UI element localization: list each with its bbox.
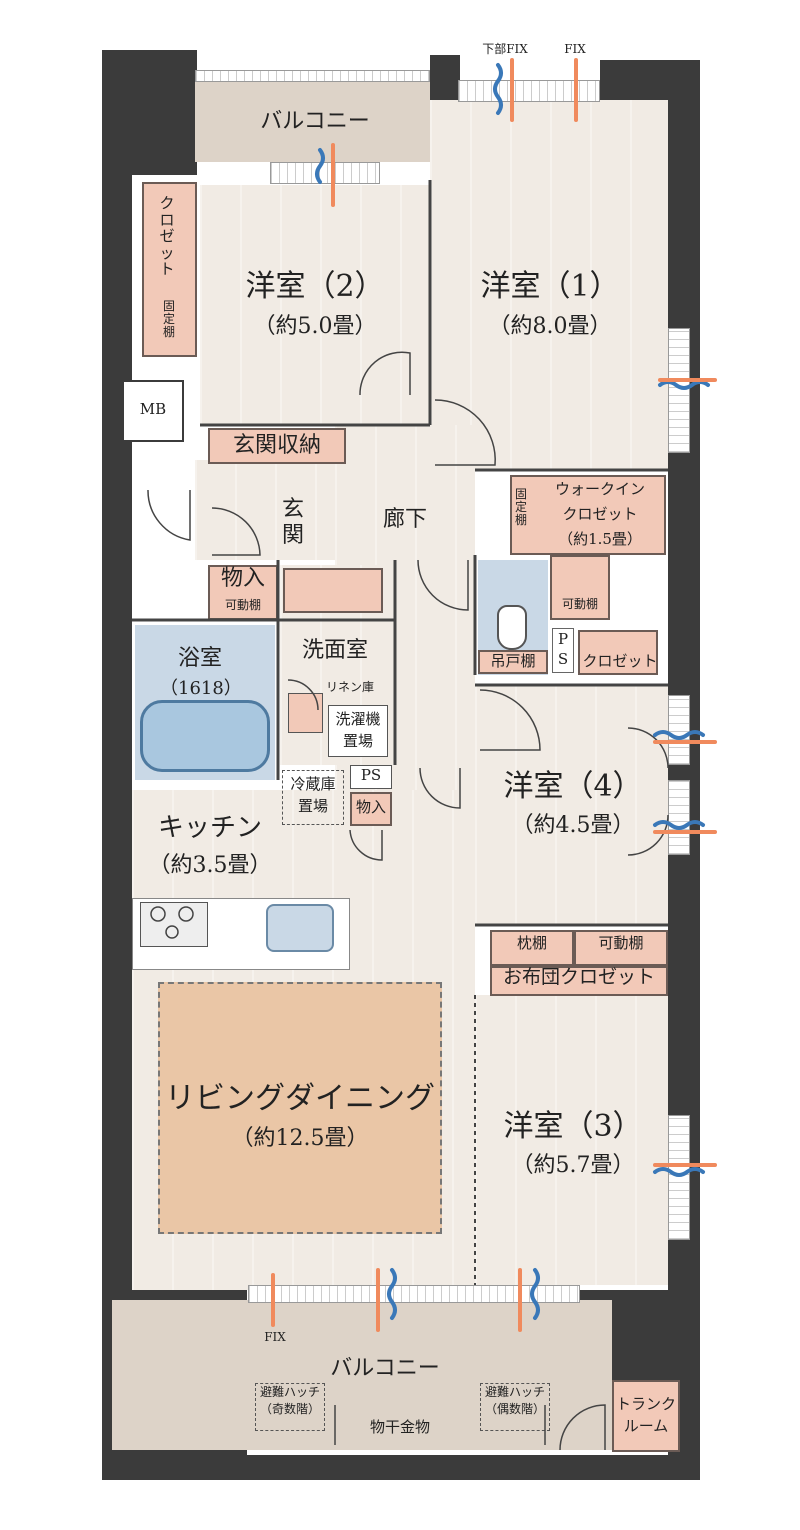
hallway-name: 廊下 (382, 507, 427, 532)
futon-closet (490, 966, 668, 996)
hatch-even (480, 1383, 550, 1431)
washer-space (328, 705, 388, 757)
fridge-space (282, 770, 344, 825)
walkin-line2: クロゼット (562, 505, 638, 523)
western1-name: 洋室（1） (480, 269, 620, 304)
washer-line2: 置場 (342, 732, 373, 750)
trunk-line1: トランク (615, 1395, 676, 1413)
mb-box (122, 380, 184, 442)
window-western1-side (668, 328, 690, 453)
fridge-line2: 置場 (297, 797, 328, 815)
western4-size: （約4.5畳） (511, 813, 635, 838)
linen-label: リネン庫 (325, 680, 374, 694)
living-size: （約12.5畳） (231, 1126, 369, 1151)
storage-entry-label: 物入 (220, 566, 265, 591)
pillow-shelf (490, 930, 574, 966)
ps-toilet-p: P (557, 630, 569, 648)
clothes-hanger-label: 物干金物 (369, 1418, 430, 1436)
living-name: リビングダイニング (165, 1081, 435, 1116)
washer-line1: 洗濯機 (335, 710, 381, 728)
closet-western2-label: クロゼット (159, 194, 175, 278)
movable-shelf3-label: 可動棚 (598, 934, 644, 952)
western3-name: 洋室（3） (503, 1109, 643, 1144)
walkin-fixed-shelf: 固定棚 (514, 487, 527, 528)
trunk-room (612, 1380, 680, 1452)
fix-top-lower-label: 下部FIX (482, 42, 528, 56)
hatch-odd-line2: （奇数階） (259, 1402, 320, 1416)
window-top-balcony (195, 70, 430, 82)
trunk-line2: ルーム (623, 1417, 669, 1435)
room-entrance (195, 460, 335, 560)
ps-toilet (552, 628, 574, 673)
storage-entry-shelf-label: 可動棚 (224, 598, 261, 612)
fix-bottom-label: FIX (264, 1330, 286, 1344)
balcony-top (195, 82, 430, 162)
closet-western2 (142, 182, 197, 357)
washroom-name: 洗面室 (301, 638, 368, 663)
bath-name: 浴室 (177, 646, 222, 671)
closet-western4 (578, 630, 658, 675)
western3-size: （約5.7畳） (511, 1153, 635, 1178)
bathtub (140, 700, 270, 772)
window-western3-side (668, 1115, 690, 1240)
balcony-bottom-label: バルコニー (330, 1356, 440, 1381)
room-western4 (475, 685, 668, 925)
closet-western4-label: クロゼット (582, 652, 658, 670)
window-western4-a (668, 695, 690, 765)
walkin-closet (510, 475, 666, 555)
room-western2 (200, 185, 430, 425)
balcony-top-label: バルコニー (260, 109, 370, 134)
western4-name: 洋室（4） (503, 769, 643, 804)
walkin-movable-shelf-label: 可動棚 (561, 597, 598, 611)
linen-storage (288, 693, 323, 733)
living-floor-area (158, 982, 442, 1234)
fix-top-label: FIX (564, 42, 586, 56)
balcony-bottom (112, 1300, 612, 1450)
hanging-shelf-label: 吊戸棚 (490, 652, 536, 670)
kitchen-sink (266, 904, 334, 952)
entrance-name: 玄関 (281, 497, 304, 549)
ps-kitchen-label: PS (360, 766, 382, 784)
storage-kitchen-label: 物入 (355, 798, 386, 816)
window-western4-b (668, 780, 690, 855)
room-western1 (430, 100, 668, 470)
entrance-storage (208, 428, 346, 464)
room-western3 (475, 995, 668, 1285)
mb-label: MB (139, 400, 167, 418)
wall-top-left (102, 50, 197, 175)
movable-shelf3 (574, 930, 668, 966)
hatch-odd-line1: 避難ハッチ (259, 1385, 320, 1399)
hatch-even-line2: （偶数階） (484, 1402, 545, 1416)
ps-kitchen (350, 765, 392, 789)
hatch-odd (255, 1383, 325, 1431)
window-western2 (270, 162, 380, 184)
outer-wall-left (102, 50, 132, 1480)
futon-closet-label: お布団クロゼット (502, 966, 655, 988)
fixed-shelf-western2-label: 固定棚 (162, 299, 175, 340)
walkin-movable-shelf (550, 555, 610, 620)
western2-name: 洋室（2） (245, 269, 385, 304)
shelf-washroom (283, 568, 383, 613)
kitchen-name: キッチン (157, 813, 262, 843)
ps-toilet-s: S (557, 650, 569, 668)
pillow-shelf-label: 枕棚 (516, 934, 547, 952)
walkin-size: （約1.5畳） (558, 530, 642, 548)
storage-kitchen (350, 792, 392, 826)
cooktop (140, 902, 208, 947)
entrance-storage-label: 玄関収納 (232, 433, 321, 458)
hatch-even-line1: 避難ハッチ (484, 1385, 545, 1399)
western1-size: （約8.0畳） (488, 314, 612, 339)
toilet (497, 605, 527, 650)
western2-size: （約5.0畳） (253, 314, 377, 339)
kitchen-size: （約3.5畳） (148, 853, 272, 878)
hanging-shelf (478, 650, 548, 674)
bath-size: （1618） (160, 678, 242, 699)
fridge-line1: 冷蔵庫 (290, 775, 336, 793)
window-ldk-bottom (248, 1285, 580, 1303)
walkin-line1: ウォークイン (554, 480, 645, 498)
